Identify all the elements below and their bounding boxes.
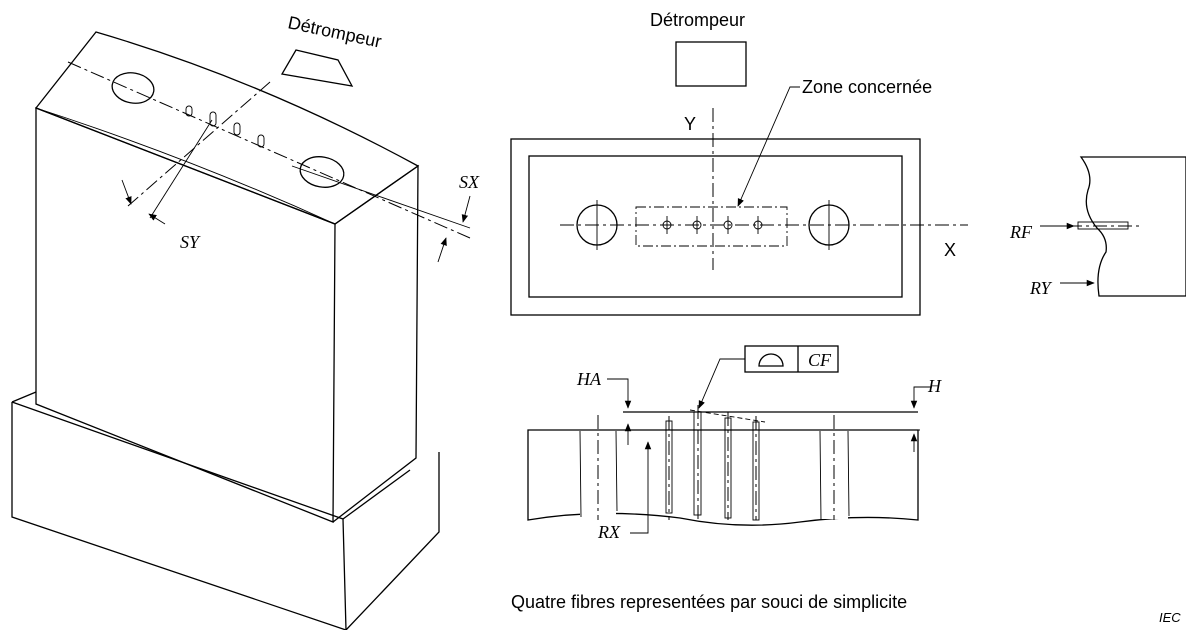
fiber-pins [185, 105, 265, 148]
base-block-outline [11, 402, 440, 630]
figure-caption: Quatre fibres representées par souci de … [511, 592, 907, 612]
iec-mark: IEC [1159, 610, 1181, 625]
fiber-pin-2 [209, 111, 217, 127]
sy-reference-line [149, 119, 213, 219]
fiber-positions [662, 216, 763, 234]
x-axis-centerline-iso [67, 61, 471, 239]
zone-concernee-label: Zone concernée [802, 77, 932, 97]
y-axis-label: Y [684, 114, 696, 134]
sx-reference-line [291, 165, 471, 229]
ha-label: HA [576, 369, 602, 389]
y-axis-centerline-iso [127, 81, 271, 207]
guide-hole-right [299, 156, 345, 188]
h-label: H [927, 376, 942, 396]
cf-leader [698, 358, 745, 409]
sy-arrow-left [121, 179, 132, 205]
body-front-face [35, 107, 336, 523]
zone-concernee-box [635, 206, 788, 247]
body-right-face [332, 164, 419, 523]
guide-hole-left [111, 72, 155, 104]
sx-label: SX [459, 172, 480, 192]
side-section-view: CF HA H RX [527, 345, 942, 542]
body-top-face [34, 31, 420, 225]
ferrule-outer-outline [510, 138, 921, 316]
zone-leader-line [737, 86, 800, 207]
ry-label: RY [1029, 278, 1053, 298]
x-axis-label: X [944, 240, 956, 260]
ha-arrow-down [607, 378, 632, 409]
body-top-front-curve [35, 107, 336, 225]
detrompeur-key-iso [280, 49, 354, 87]
base-top-left-edge [11, 391, 37, 403]
sx-arrow-lower [437, 237, 447, 263]
fiber-pin-3 [233, 122, 241, 136]
detrompeur-iso-label: Détrompeur [286, 12, 383, 51]
top-view: Détrompeur Y X Zone concernée [510, 10, 968, 316]
isometric-connector-view: Détrompeur SX SY [11, 12, 480, 630]
fiber-plane-line [689, 409, 766, 423]
sy-label: SY [180, 232, 201, 252]
fiber-pin-1 [185, 105, 193, 117]
hatch-gap-edges [579, 430, 850, 521]
base-top-right-edge [342, 469, 411, 520]
cf-profile-symbol [758, 353, 784, 367]
base-front-edge [11, 401, 347, 630]
rx-label: RX [597, 522, 621, 542]
fiber-centerlines-section [668, 405, 757, 520]
rf-label: RF [1009, 222, 1033, 242]
detrompeur-top-label: Détrompeur [650, 10, 745, 30]
sy-arrow-right [148, 213, 166, 225]
sx-arrow-upper [461, 195, 471, 223]
h-arrow-down [910, 386, 932, 409]
guide-centerlines-section [597, 415, 835, 520]
cf-label: CF [808, 350, 832, 370]
rx-leader [630, 441, 652, 534]
end-face-detail: RF RY [1009, 156, 1186, 298]
detrompeur-key-top [675, 41, 747, 87]
ferrule-inner-outline [528, 155, 903, 298]
